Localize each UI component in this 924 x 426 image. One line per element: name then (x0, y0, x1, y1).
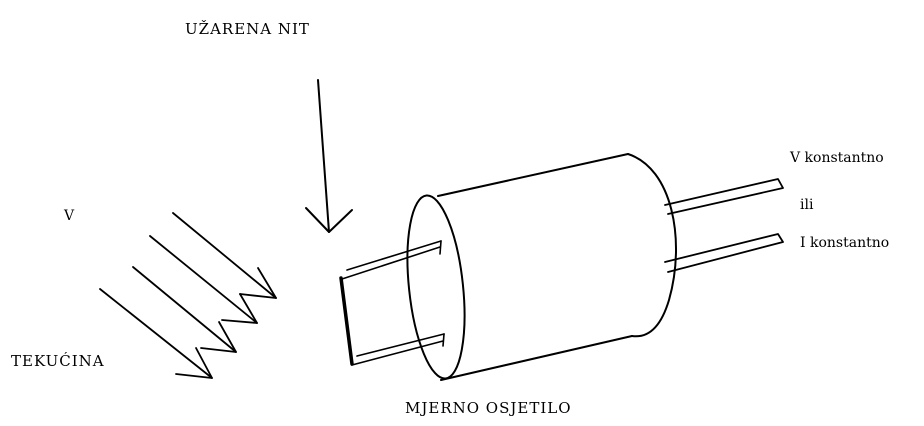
filament-arrow (305, 79, 353, 233)
label-filament: UŽARENA NIT (185, 20, 310, 38)
cylinder-back-edge (627, 153, 678, 338)
label-sensor: MJERNO OSJETILO (405, 399, 572, 417)
label-i-constant: I konstantno (800, 235, 889, 251)
output-lead-top (664, 178, 784, 215)
sensor-cylinder (406, 153, 678, 381)
label-velocity: V (63, 208, 75, 224)
hot-wire (339, 276, 354, 366)
flow-arrows (99, 212, 277, 379)
flow-arrow-3 (132, 266, 237, 353)
flow-arrow-2 (149, 235, 258, 324)
cylinder-bottom-edge (440, 335, 633, 381)
cylinder-front-face (406, 194, 466, 380)
cylinder-top-edge (437, 153, 629, 197)
label-or: ili (800, 197, 814, 213)
flow-arrow-4 (99, 288, 213, 379)
probe-prongs (341, 240, 445, 366)
output-lead-bottom (664, 233, 784, 273)
flow-arrow-1 (172, 212, 277, 299)
label-fluid: TEKUĆINA (11, 352, 105, 370)
label-v-constant: V konstantno (789, 150, 884, 166)
